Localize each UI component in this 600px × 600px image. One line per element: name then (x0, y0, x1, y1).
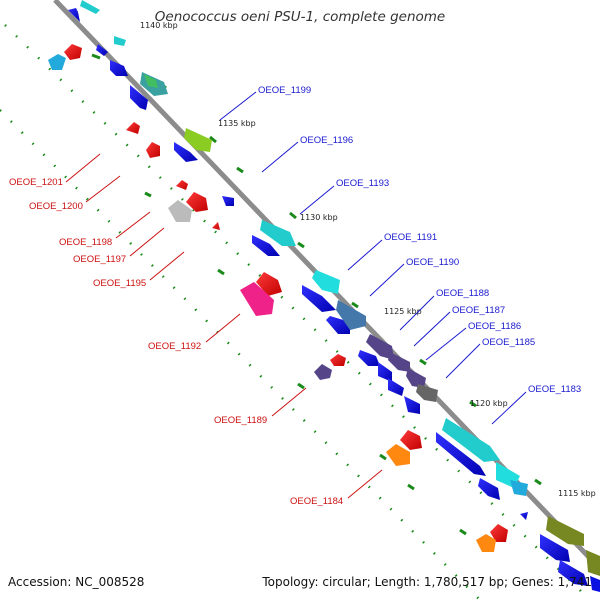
cds-reverse (64, 44, 82, 60)
forward-gene-label[interactable]: OEOE_1190 (406, 257, 459, 268)
cds-forward (110, 60, 128, 76)
reverse-gene-label[interactable]: OEOE_1195 (93, 278, 146, 289)
cds-forward (222, 196, 234, 206)
forward-gene-label[interactable]: OEOE_1188 (436, 288, 489, 299)
cds-forward (378, 362, 392, 382)
cds-forward (130, 85, 148, 110)
forward-gene-label[interactable]: OEOE_1199 (258, 85, 311, 96)
cds-reverse (146, 142, 160, 158)
forward-gene-label[interactable]: OEOE_1191 (384, 232, 437, 243)
tick-label: 1120 kbp (470, 399, 508, 408)
cds-forward (68, 8, 80, 22)
forward-gene-label[interactable]: OEOE_1193 (336, 178, 389, 189)
forward-gene-label[interactable]: OEOE_1183 (528, 384, 581, 395)
cds-forward (96, 44, 108, 56)
reverse-cds-features[interactable] (64, 44, 508, 542)
reverse-gene-label[interactable]: OEOE_1201 (9, 177, 63, 188)
reverse-other-features[interactable] (48, 54, 496, 552)
cds-reverse (212, 222, 220, 230)
forward-gene-label[interactable]: OEOE_1196 (300, 135, 353, 146)
forward-gene-label[interactable]: OEOE_1185 (482, 337, 535, 348)
cds-reverse (126, 122, 140, 134)
cds-forward (520, 512, 528, 520)
cds-reverse (176, 180, 188, 190)
cds-reverse (330, 354, 346, 366)
cds-forward (388, 378, 404, 396)
cds-forward (252, 235, 280, 256)
forward-gene-labels (219, 91, 527, 425)
accession-text: Accession: NC_008528 (8, 575, 145, 589)
cds-forward (174, 142, 198, 162)
cds-forward (540, 534, 570, 562)
reverse-gene-label[interactable]: OEOE_1192 (148, 341, 201, 352)
tick-label: 1130 kbp (300, 213, 338, 222)
tick-label: 1140 kbp (140, 21, 178, 30)
tick-label: 1115 kbp (558, 489, 596, 498)
reverse-gene-label[interactable]: OEOE_1189 (214, 415, 267, 426)
forward-other-features[interactable] (80, 0, 600, 592)
cds-reverse (490, 524, 508, 542)
cds-forward (404, 396, 420, 414)
cds-reverse (400, 430, 422, 450)
gc-skew-marks (91, 53, 542, 536)
cds-forward (358, 350, 380, 366)
cds-forward (436, 432, 486, 476)
reverse-gene-label[interactable]: OEOE_1200 (29, 201, 83, 212)
reverse-gene-labels (65, 153, 383, 499)
cds-reverse (186, 192, 208, 212)
reverse-gene-label[interactable]: OEOE_1184 (290, 496, 343, 507)
gc-guide-line-inner (0, 109, 481, 600)
tick-label: 1125 kbp (384, 307, 422, 316)
forward-gene-label[interactable]: OEOE_1187 (452, 305, 505, 316)
cds-forward (558, 560, 588, 586)
reverse-gene-label[interactable]: OEOE_1198 (59, 237, 112, 248)
reverse-gene-label[interactable]: OEOE_1197 (73, 254, 126, 265)
cds-forward (302, 285, 336, 312)
genome-summary-text: Topology: circular; Length: 1,780,517 bp… (262, 575, 592, 589)
cds-reverse (256, 272, 282, 296)
tick-label: 1135 kbp (218, 119, 256, 128)
genome-backbone (53, 0, 600, 573)
cds-forward (478, 478, 500, 500)
map-title: Oenococcus oeni PSU-1, complete genome (154, 9, 446, 25)
forward-gene-label[interactable]: OEOE_1186 (468, 321, 521, 332)
